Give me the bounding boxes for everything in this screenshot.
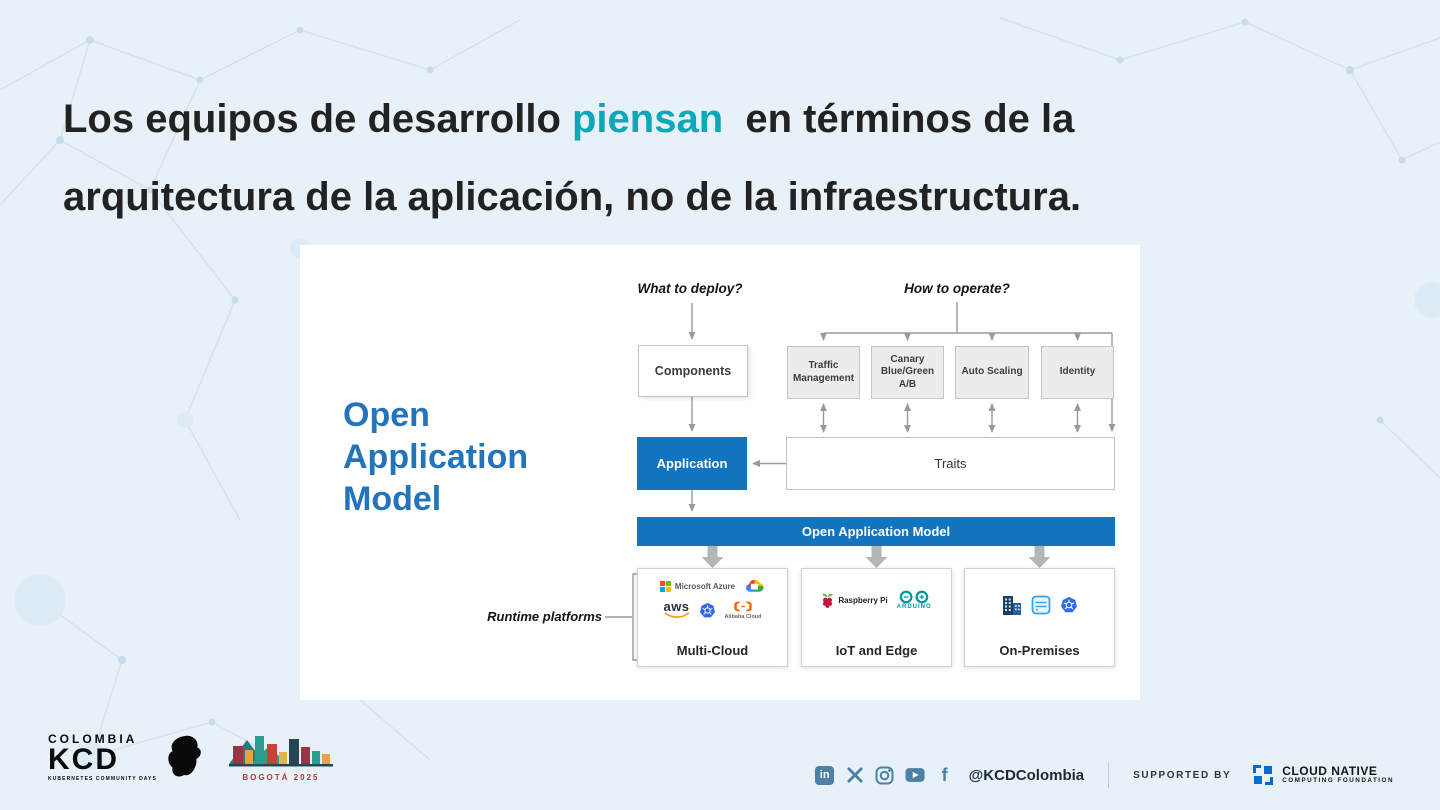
auto-scaling-box: Auto Scaling [955, 346, 1029, 399]
arduino-label: ARDUINO [896, 604, 932, 610]
application-box: Application [637, 437, 747, 490]
kubernetes-icon [699, 602, 715, 617]
alibaba-cloud-icon [734, 601, 752, 612]
cncf-name-line2: COMPUTING FOUNDATION [1282, 776, 1394, 784]
arduino-icon [899, 590, 929, 604]
arduino-logo: ARDUINO [897, 590, 932, 610]
kubernetes-icon [1060, 596, 1077, 613]
linkedin-icon: in [815, 765, 835, 785]
bogota-skyline-illustration: BOGOTÁ 2025 [228, 724, 333, 782]
iot-edge-box: Raspberry Pi ARDUINO IoT and Edge [801, 568, 952, 667]
alibaba-cloud-logo: Alibaba Cloud [725, 600, 762, 620]
cncf-name-line1: CLOUD NATIVE [1282, 764, 1378, 779]
kcd-brand-label: KCD [48, 742, 119, 776]
instagram-icon [875, 765, 895, 785]
colombia-map-icon [168, 735, 201, 777]
raspberry-pi-logo: Raspberry Pi [821, 592, 888, 609]
x-icon [845, 765, 865, 785]
on-premises-box: On-Premises [964, 568, 1115, 667]
traffic-management-box: Traffic Management [787, 346, 860, 399]
page-title: Los equipos de desarrollo piensan en tér… [63, 80, 1393, 236]
footer-right: in f @KCDColombia SUPPORTED BY [815, 762, 1394, 788]
oam-banner: Open Application Model [637, 517, 1115, 546]
title-highlight: piensan [571, 97, 724, 141]
oam-brand-text: Open Application Model [343, 396, 529, 518]
alibaba-label: Alibaba Cloud [724, 614, 762, 620]
facebook-icon: f [941, 765, 948, 785]
kcd-colombia-logo: COLOMBIA KCD KUBERNETES COMMUNITY DAYS [48, 731, 203, 782]
footer-divider [1108, 762, 1110, 788]
microsoft-logo-icon [659, 580, 671, 592]
skyline-icon [228, 736, 333, 767]
title-part2: en términos de la [723, 97, 1075, 141]
runtime-platforms-label: Runtime platforms [487, 609, 602, 624]
kcd-country-label: COLOMBIA [48, 731, 138, 746]
diagram-connectors [605, 302, 1116, 661]
kcd-tagline-label: KUBERNETES COMMUNITY DAYS [48, 776, 157, 782]
multi-cloud-label: Multi-Cloud [676, 643, 749, 658]
oam-diagram-panel: Open Application Model What to deploy? H… [300, 245, 1140, 700]
multi-cloud-box: Microsoft Azure aws [637, 568, 788, 667]
microsoft-azure-logo: Microsoft Azure [659, 580, 736, 592]
raspberry-pi-label: Raspberry Pi [838, 595, 888, 605]
social-handle: @KCDColombia [968, 766, 1085, 784]
on-premises-label: On-Premises [999, 643, 1080, 658]
traits-box: Traits [786, 437, 1115, 490]
components-box: Components [638, 345, 748, 397]
server-window-icon [1031, 595, 1050, 615]
aws-smile-icon [664, 612, 689, 619]
operate-question-label: How to operate? [904, 281, 1010, 296]
supported-by-label: SUPPORTED BY [1133, 769, 1232, 781]
raspberry-pi-icon [822, 593, 834, 608]
building-icon [1002, 596, 1021, 615]
skyline-caption: BOGOTÁ 2025 [242, 773, 320, 782]
title-part1: Los equipos de desarrollo [63, 97, 572, 141]
deploy-question-label: What to deploy? [637, 281, 743, 296]
iot-edge-label: IoT and Edge [835, 643, 918, 658]
title-line2: arquitectura de la aplicación, no de la … [63, 175, 1082, 219]
canary-blue-green-box: Canary Blue/Green A/B [871, 346, 944, 399]
azure-label: Microsoft Azure [674, 581, 736, 591]
youtube-icon [905, 765, 925, 785]
footer-left: COLOMBIA KCD KUBERNETES COMMUNITY DAYS [48, 724, 333, 782]
aws-logo: aws [663, 600, 689, 619]
cncf-logo-icon [1253, 765, 1274, 785]
google-cloud-icon [745, 579, 764, 592]
identity-box: Identity [1041, 346, 1114, 399]
cncf-logo: CLOUD NATIVE COMPUTING FOUNDATION [1251, 763, 1394, 787]
